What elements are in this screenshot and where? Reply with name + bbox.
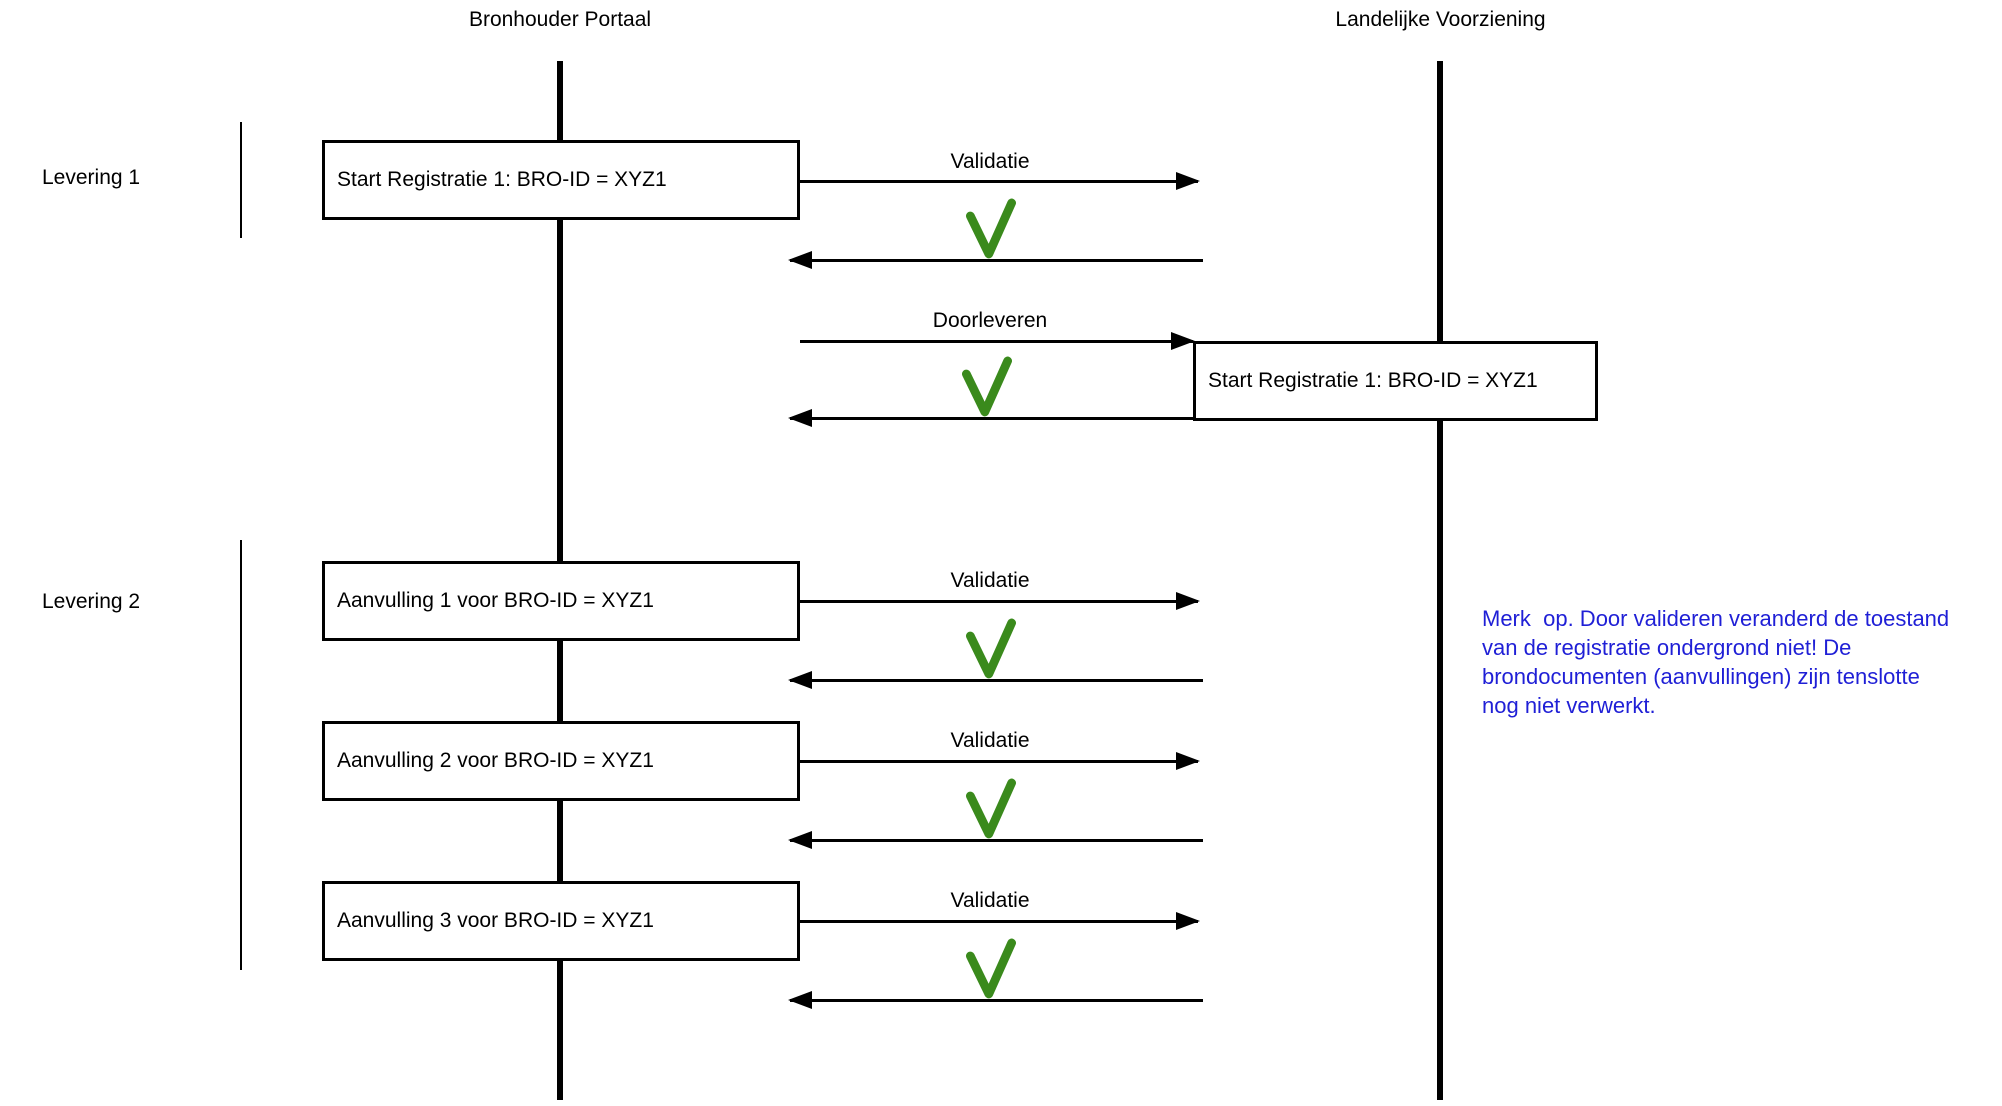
success-check-icon <box>966 938 1016 1000</box>
box-aanvulling-2-label: Aanvulling 2 voor BRO-ID = XYZ1 <box>337 749 654 772</box>
levering-1-label: Levering 1 <box>42 166 141 189</box>
arrow-validatie-response-1 <box>788 251 1203 269</box>
success-check-icon <box>966 778 1016 840</box>
levering-2-bracket <box>240 540 242 970</box>
arrow-validatie-request-4 <box>800 912 1200 930</box>
lifeline-landelijke-voorziening <box>1437 61 1443 1100</box>
validatie-label-2: Validatie <box>950 569 1030 592</box>
arrow-validatie-request-1 <box>800 172 1200 190</box>
arrow-doorleveren-request <box>800 332 1195 350</box>
success-check-icon <box>966 198 1016 260</box>
note-line-2: van de registratie ondergrond niet! De <box>1482 635 1852 660</box>
success-check-icon <box>962 356 1012 418</box>
box-aanvulling-3-label: Aanvulling 3 voor BRO-ID = XYZ1 <box>337 909 654 932</box>
levering-1-bracket <box>240 122 242 238</box>
note-line-4: nog niet verwerkt. <box>1482 693 1656 718</box>
box-start-registratie-lv: Start Registratie 1: BRO-ID = XYZ1 <box>1193 341 1598 421</box>
success-check-icon <box>966 618 1016 680</box>
levering-2-label: Levering 2 <box>42 590 141 613</box>
note-line-3: brondocumenten (aanvullingen) zijn tensl… <box>1482 664 1920 689</box>
note-line-1: Merk op. Door valideren veranderd de toe… <box>1482 606 1950 631</box>
arrow-validatie-response-2 <box>788 671 1203 689</box>
arrow-validatie-request-3 <box>800 752 1200 770</box>
arrow-validatie-request-2 <box>800 592 1200 610</box>
actor-label-bronhouder-portaal: Bronhouder Portaal <box>468 8 652 31</box>
box-aanvulling-2: Aanvulling 2 voor BRO-ID = XYZ1 <box>322 721 800 801</box>
box-aanvulling-1: Aanvulling 1 voor BRO-ID = XYZ1 <box>322 561 800 641</box>
arrow-validatie-response-3 <box>788 831 1203 849</box>
validatie-label-4: Validatie <box>950 889 1030 912</box>
validatie-label-1: Validatie <box>950 150 1030 173</box>
note-text: Merk op. Door valideren veranderd de toe… <box>1482 604 2002 720</box>
box-aanvulling-3: Aanvulling 3 voor BRO-ID = XYZ1 <box>322 881 800 961</box>
arrow-doorleveren-response <box>788 409 1203 427</box>
actor-label-landelijke-voorziening: Landelijke Voorziening <box>1335 8 1546 31</box>
box-start-registratie-portaal-label: Start Registratie 1: BRO-ID = XYZ1 <box>337 168 667 191</box>
arrow-validatie-response-4 <box>788 991 1203 1009</box>
validatie-label-3: Validatie <box>950 729 1030 752</box>
box-start-registratie-lv-label: Start Registratie 1: BRO-ID = XYZ1 <box>1208 369 1538 392</box>
box-aanvulling-1-label: Aanvulling 1 voor BRO-ID = XYZ1 <box>337 589 654 612</box>
doorleveren-label: Doorleveren <box>932 309 1048 332</box>
box-start-registratie-portaal: Start Registratie 1: BRO-ID = XYZ1 <box>322 140 800 220</box>
